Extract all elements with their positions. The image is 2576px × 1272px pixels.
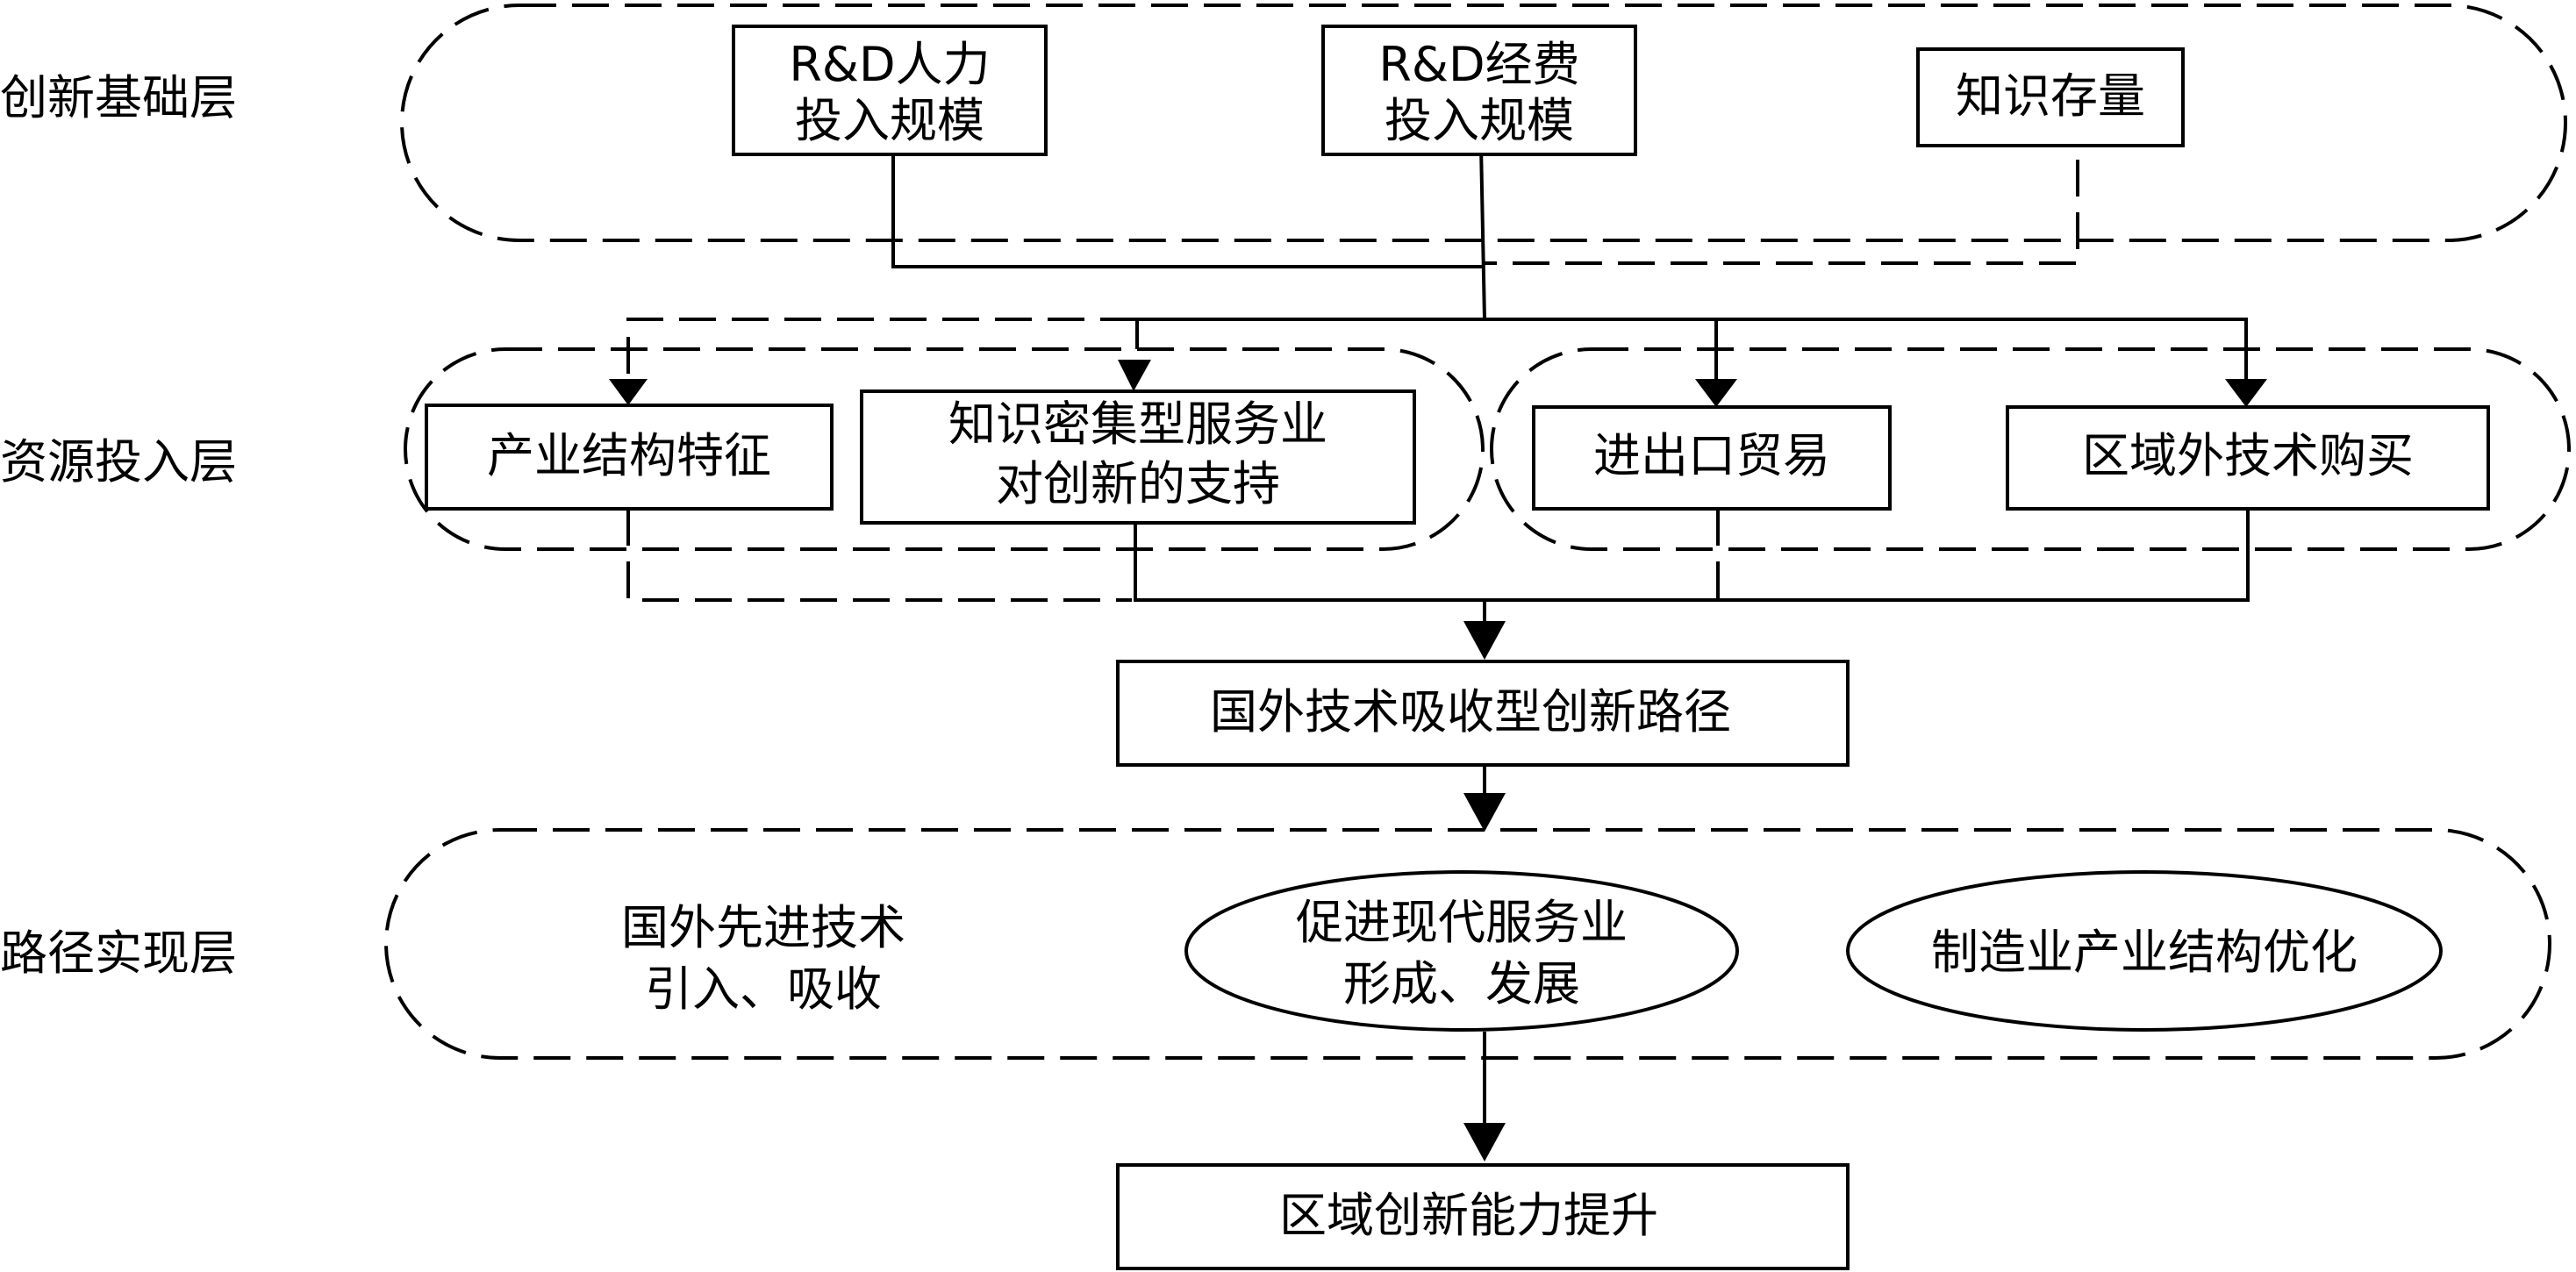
connector-to-kibs <box>1135 318 1485 349</box>
connector-kibs-down <box>1134 523 1485 602</box>
box-industry-structure-label: 产业结构特征 <box>487 428 771 483</box>
box-kibs-support: 知识密集型服务业 对创新的支持 <box>860 389 1416 525</box>
outcome-manufacturing-label: 制造业产业结构优化 <box>1931 925 2358 980</box>
arrowhead-capability <box>1463 1123 1506 1161</box>
foundation-group <box>400 4 2567 242</box>
input-group-right <box>1490 347 2571 551</box>
connector-industry-down <box>626 509 1132 602</box>
layer-label-realization: 路径实现层 <box>0 925 237 981</box>
connector-rd-funds <box>1479 145 1486 320</box>
box-absorption-path: 国外技术吸收型创新路径 <box>1116 660 1850 767</box>
box-rd-funds: R&D经费 投入规模 <box>1321 25 1637 156</box>
arrowhead-absorption <box>1463 621 1506 660</box>
outcome-tech-intro: 国外先进技术 引入、吸收 <box>621 900 905 1017</box>
arrowhead-realization <box>1463 793 1506 832</box>
arrowhead-trade <box>1695 379 1737 407</box>
box-kibs-support-line1: 知识密集型服务业 <box>948 397 1327 452</box>
box-rd-labor-line1: R&D人力 <box>789 37 990 92</box>
connector-to-trade-purchase <box>1485 318 2248 384</box>
outcome-service-dev-line1: 促进现代服务业 <box>1296 895 1628 950</box>
box-industry-structure: 产业结构特征 <box>425 404 834 511</box>
realization-group <box>384 828 2551 1060</box>
layer-label-input: 资源投入层 <box>0 434 237 490</box>
connector-rd-labor <box>891 154 1485 268</box>
connector-purchase-down <box>1485 509 2250 602</box>
layer-label-foundation: 创新基础层 <box>0 70 237 125</box>
box-absorption-path-label: 国外技术吸收型创新路径 <box>1210 684 1731 740</box>
box-tech-purchase-label: 区域外技术购买 <box>2082 428 2414 483</box>
outcome-tech-intro-line2: 引入、吸收 <box>645 961 882 1017</box>
box-trade-label: 进出口贸易 <box>1593 428 1830 483</box>
outcome-service-dev-line2: 形成、发展 <box>1343 956 1580 1011</box>
box-kibs-support-line2: 对创新的支持 <box>996 456 1280 511</box>
box-capability: 区域创新能力提升 <box>1116 1163 1850 1270</box>
arrowhead-purchase <box>2225 379 2267 407</box>
box-tech-purchase: 区域外技术购买 <box>2006 405 2490 511</box>
connector-to-industry <box>626 318 1137 384</box>
box-capability-label: 区域创新能力提升 <box>1279 1188 1658 1243</box>
arrowhead-industry <box>609 379 648 405</box>
box-rd-labor: R&D人力 投入规模 <box>732 25 1048 156</box>
outcome-service-dev: 促进现代服务业 形成、发展 <box>1184 870 1739 1032</box>
box-trade: 进出口贸易 <box>1532 405 1892 511</box>
arrowhead-kibs <box>1118 360 1151 391</box>
box-rd-funds-line2: 投入规模 <box>1385 93 1574 148</box>
box-knowledge-stock-label: 知识存量 <box>1956 68 2145 124</box>
outcome-tech-intro-line1: 国外先进技术 <box>621 900 905 955</box>
input-group-left <box>404 347 1485 551</box>
box-rd-funds-line1: R&D经费 <box>1378 37 1579 92</box>
box-knowledge-stock: 知识存量 <box>1916 47 2185 147</box>
connector-knowledge-stock <box>1485 160 2079 265</box>
outcome-manufacturing: 制造业产业结构优化 <box>1846 870 2443 1032</box>
box-rd-labor-line2: 投入规模 <box>795 93 984 148</box>
